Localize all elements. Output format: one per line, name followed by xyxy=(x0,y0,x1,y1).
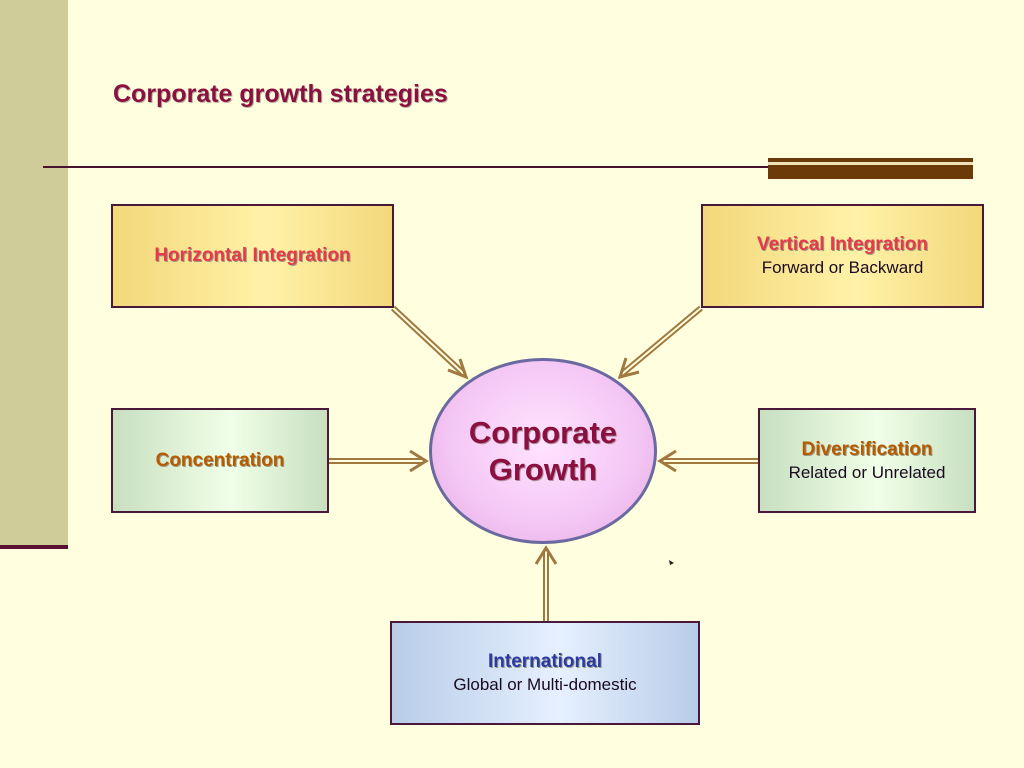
side-bar xyxy=(0,0,68,545)
slide-title: Corporate growth strategies xyxy=(113,80,448,108)
small-cursor-mark xyxy=(669,560,674,565)
concentration-title: Concentration xyxy=(155,449,285,471)
box-vertical-integration: Vertical Integration Forward or Backward xyxy=(701,204,984,308)
vertical-integration-title: Vertical Integration xyxy=(756,234,929,255)
international-title: International xyxy=(487,651,602,672)
arrow-vertical xyxy=(617,305,703,380)
arrow-horizontal xyxy=(390,305,469,380)
center-ellipse-corporate-growth: Corporate Growth xyxy=(429,358,657,544)
international-subtitle: Global or Multi-domestic xyxy=(453,675,637,694)
box-diversification: Diversification Related or Unrelated xyxy=(758,408,976,513)
title-accent-bar xyxy=(768,158,973,179)
center-label: Corporate Growth xyxy=(468,414,618,487)
arrow-concentration xyxy=(329,449,429,473)
title-rule xyxy=(43,166,973,168)
box-concentration: Concentration xyxy=(111,408,329,513)
vertical-integration-subtitle: Forward or Backward xyxy=(761,258,924,277)
box-horizontal-integration: Horizontal Integration xyxy=(111,204,394,308)
diversification-subtitle: Related or Unrelated xyxy=(788,462,946,482)
side-bar-rule xyxy=(0,545,68,549)
diversification-title: Diversification xyxy=(801,438,933,460)
box-international: International Global or Multi-domestic xyxy=(390,621,700,725)
horizontal-integration-title: Horizontal Integration xyxy=(154,245,351,266)
arrow-diversification xyxy=(657,449,758,473)
arrow-international xyxy=(534,545,558,622)
